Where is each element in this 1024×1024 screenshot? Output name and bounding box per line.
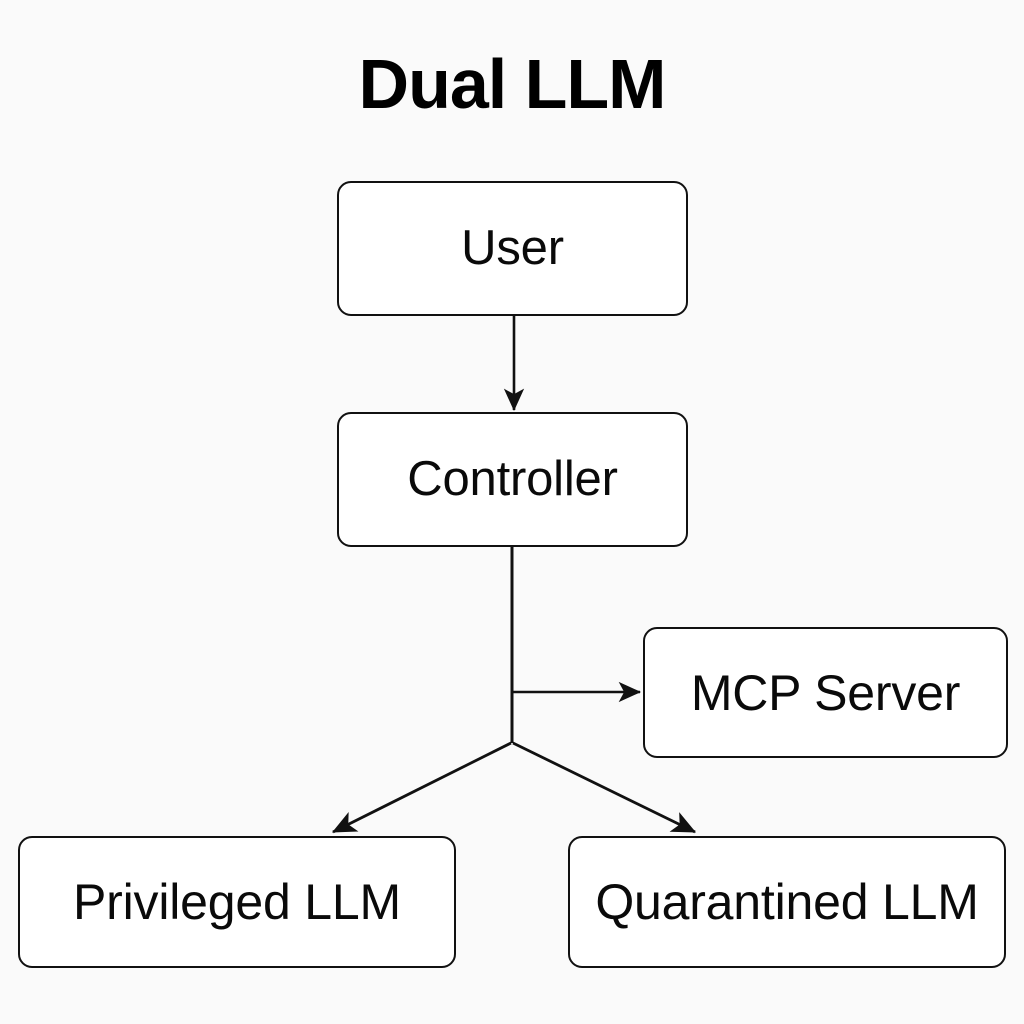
- node-mcp-server[interactable]: MCP Server: [643, 627, 1008, 758]
- page-title: Dual LLM: [358, 45, 667, 123]
- node-user-label: User: [461, 221, 564, 275]
- node-quarantined-llm[interactable]: Quarantined LLM: [568, 836, 1006, 968]
- node-privileged-llm-label: Privileged LLM: [73, 874, 401, 930]
- node-user[interactable]: User: [337, 181, 688, 316]
- edge-controller-to-quarantined-llm: [512, 741, 697, 834]
- edge-controller-to-privileged-llm: [331, 741, 512, 834]
- node-quarantined-llm-label: Quarantined LLM: [595, 874, 979, 930]
- node-privileged-llm[interactable]: Privileged LLM: [18, 836, 456, 968]
- node-mcp-server-label: MCP Server: [690, 664, 961, 721]
- node-controller-label: Controller: [407, 452, 618, 506]
- node-controller[interactable]: Controller: [337, 412, 688, 547]
